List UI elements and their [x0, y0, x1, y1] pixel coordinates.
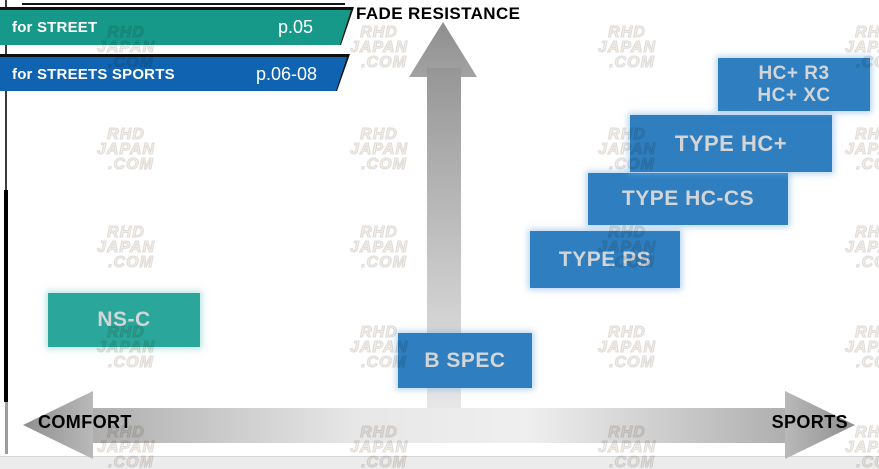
legend-label: for STREET [12, 19, 98, 36]
legend-banner-street: for STREET p.05 [0, 7, 354, 45]
page-edge-line [4, 190, 8, 402]
product-box-type-ps: TYPE PS [530, 231, 680, 288]
legend-page-ref: p.06-08 [255, 63, 317, 84]
bottom-page-band [0, 456, 879, 469]
legend-banner-streets-sports: for STREETS SPORTS p.06-08 [0, 54, 350, 91]
page-edge-line [5, 0, 7, 190]
legend-page-ref: p.05 [277, 17, 313, 37]
x-axis-left-label: COMFORT [38, 412, 132, 432]
product-box-type-hc-cs: TYPE HC-CS [588, 173, 788, 225]
x-axis-right-label: SPORTS [771, 412, 848, 432]
product-label: TYPE HC-CS [621, 187, 755, 210]
vertical-axis-label: FADE RESISTANCE [356, 4, 521, 23]
horizontal-axis-shaft [78, 408, 802, 443]
product-label: HC+ R3 [758, 62, 830, 84]
product-box-b-spec: B SPEC [398, 333, 532, 388]
product-box-ns-c: NS-C [48, 293, 200, 347]
page-edge-line [5, 402, 8, 454]
product-label: HC+ XC [757, 84, 831, 106]
product-label: TYPE HC+ [674, 130, 788, 156]
product-box-hc-plus-r3-xc: HC+ R3 HC+ XC [718, 58, 870, 111]
product-label: NS-C [97, 308, 151, 331]
legend-label: for STREETS SPORTS [12, 65, 175, 83]
product-box-type-hc-plus: TYPE HC+ [630, 115, 832, 172]
product-label: B SPEC [424, 348, 506, 372]
top-rule-line [22, 3, 345, 5]
product-label: TYPE PS [558, 247, 652, 271]
